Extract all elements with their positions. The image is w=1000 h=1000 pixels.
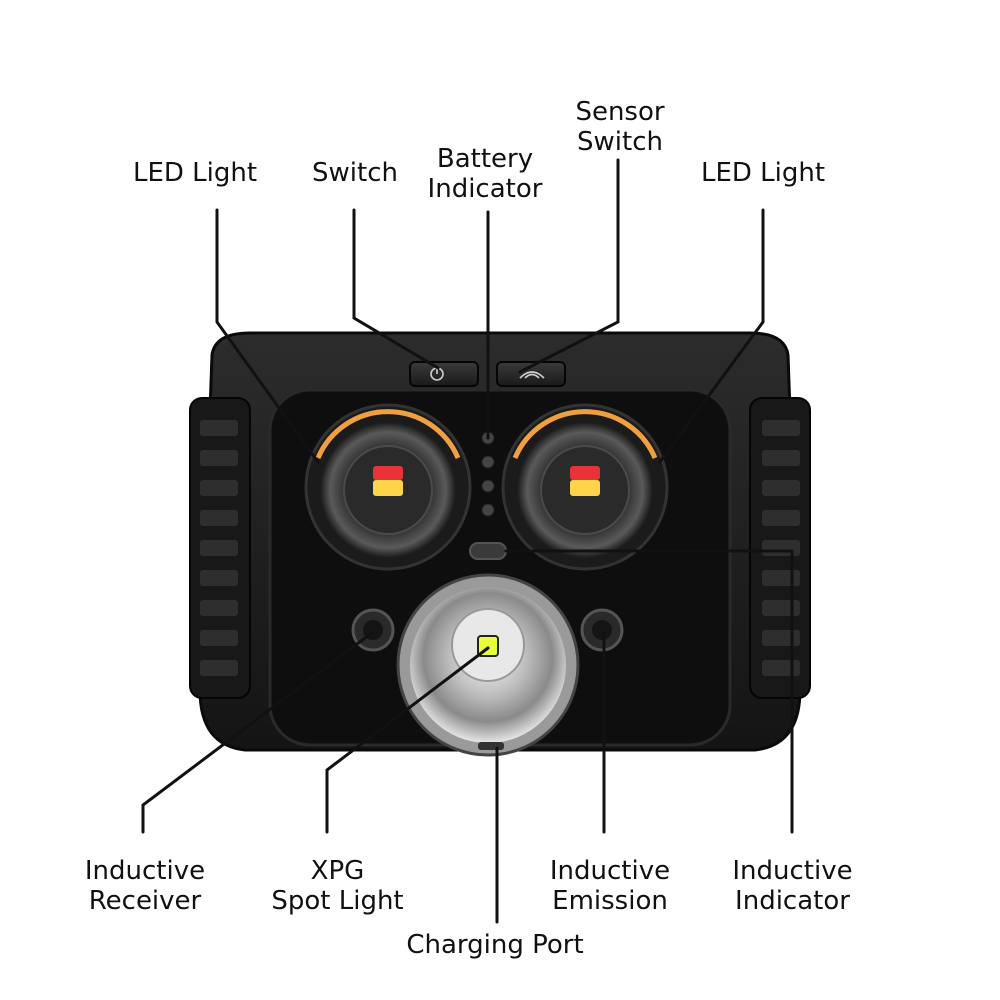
led-light-right — [501, 403, 669, 571]
label-switch: Switch — [290, 158, 420, 188]
leader-led-left — [215, 208, 320, 464]
label-battery-line2: Indicator — [427, 174, 543, 204]
label-sensor-line1: Sensor — [575, 97, 665, 127]
charging-port — [478, 742, 504, 750]
label-sensor-switch: Sensor Switch — [555, 97, 685, 157]
label-charging-text: Charging Port — [406, 930, 584, 960]
leader-sensor — [518, 158, 620, 374]
label-battery-line1: Battery — [436, 144, 534, 174]
label-ind-indic-line2: Indicator — [735, 886, 850, 916]
battery-indicator — [481, 431, 495, 517]
label-xpg-line1: XPG — [310, 856, 365, 886]
led-light-left — [304, 403, 472, 571]
sensor-switch-button[interactable] — [496, 361, 566, 387]
label-inductive-emission: Inductive Emission — [525, 856, 695, 916]
leader-led-right — [658, 208, 765, 464]
label-ind-recv-line2: Receiver — [88, 886, 202, 916]
inductive-emission — [580, 608, 624, 652]
label-led-light-left-text: LED Light — [132, 158, 258, 188]
leader-switch — [352, 208, 440, 370]
power-switch-button[interactable] — [409, 361, 479, 387]
label-switch-text: Switch — [312, 158, 398, 188]
strap-clip-right — [749, 397, 811, 699]
label-ind-recv-line1: Inductive — [84, 856, 206, 886]
label-ind-emit-line1: Inductive — [549, 856, 671, 886]
label-led-light-right: LED Light — [683, 158, 843, 188]
inductive-indicator — [469, 542, 507, 560]
label-sensor-line2: Switch — [577, 127, 663, 157]
strap-clip-left — [189, 397, 251, 699]
leader-lines — [141, 158, 794, 924]
label-inductive-receiver: Inductive Receiver — [55, 856, 235, 916]
label-led-light-right-text: LED Light — [700, 158, 826, 188]
leader-xpg — [325, 646, 490, 834]
label-battery-indicator: Battery Indicator — [410, 144, 560, 204]
label-inductive-indicator: Inductive Indicator — [705, 856, 880, 916]
label-ind-indic-line1: Inductive — [732, 856, 853, 886]
label-xpg-line2: Spot Light — [271, 886, 404, 916]
sensor-icon — [519, 371, 545, 379]
label-charging-port: Charging Port — [390, 930, 600, 960]
leader-inductive-receiver — [141, 630, 375, 834]
xpg-spot-light — [396, 573, 580, 757]
label-led-light-left: LED Light — [115, 158, 275, 188]
leader-inductive-indicator — [504, 549, 794, 834]
label-xpg-spot-light: XPG Spot Light — [255, 856, 420, 916]
label-ind-emit-line2: Emission — [552, 886, 668, 916]
